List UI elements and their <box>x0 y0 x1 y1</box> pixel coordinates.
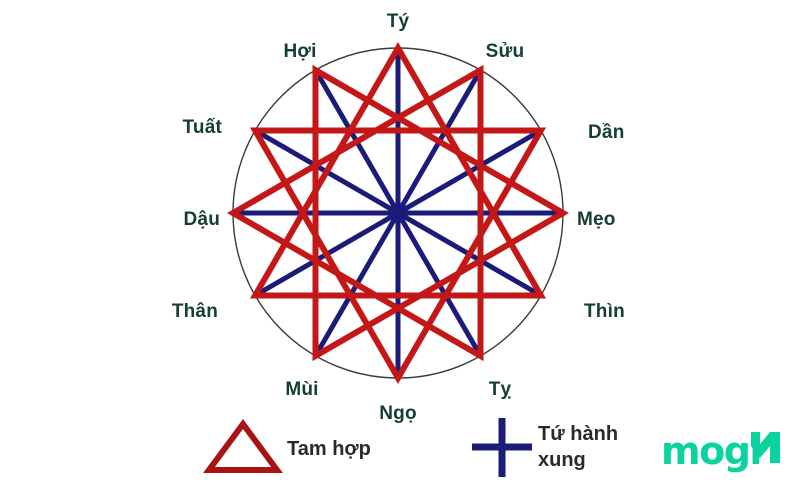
zodiac-label-4: Thìn <box>584 301 625 322</box>
legend-item-tu-hanh-xung: Tứ hành xung <box>472 418 618 477</box>
legend-label-tu-hanh-line2: xung <box>538 449 586 471</box>
tam-hop-triangle-mẹo-mùi-hợi <box>312 64 570 362</box>
tu-hanh-xung-lines <box>230 45 566 381</box>
legend-label-tam-hop: Tam hợp <box>287 438 371 460</box>
zodiac-label-10: Tuất <box>183 117 223 138</box>
zodiac-label-6: Ngọ <box>379 403 417 424</box>
navy-cross-icon <box>472 418 532 477</box>
zodiac-label-5: Tỵ <box>489 379 512 400</box>
zodiac-label-8: Thân <box>172 301 218 322</box>
zodiac-label-9: Dậu <box>184 209 221 230</box>
mogi-logo[interactable]: mogi <box>661 429 780 473</box>
zodiac-label-3: Mẹo <box>577 209 616 230</box>
legend-label-tu-hanh-line1: Tứ hành <box>538 423 618 445</box>
tam-hop-lines <box>226 41 570 385</box>
zodiac-label-0: Tý <box>387 11 410 32</box>
zodiac-label-1: Sửu <box>486 41 525 62</box>
tam-hop-triangle-tý-thìn-thân <box>249 41 547 299</box>
tam-hop-triangle-sửu-tỵ-dậu <box>226 64 484 362</box>
red-triangle-icon <box>203 418 283 473</box>
mogi-m-mark <box>751 432 780 463</box>
tam-hop-triangle-dần-ngọ-tuất <box>249 127 547 385</box>
zodiac-label-7: Mùi <box>285 379 318 400</box>
zodiac-label-11: Hợi <box>283 41 316 62</box>
mogi-wordmark: mogi <box>661 429 761 473</box>
legend-item-tam-hop: Tam hợp <box>203 418 371 473</box>
zodiac-label-2: Dần <box>588 122 625 143</box>
xung-line-tỵ-hợi <box>313 67 483 359</box>
